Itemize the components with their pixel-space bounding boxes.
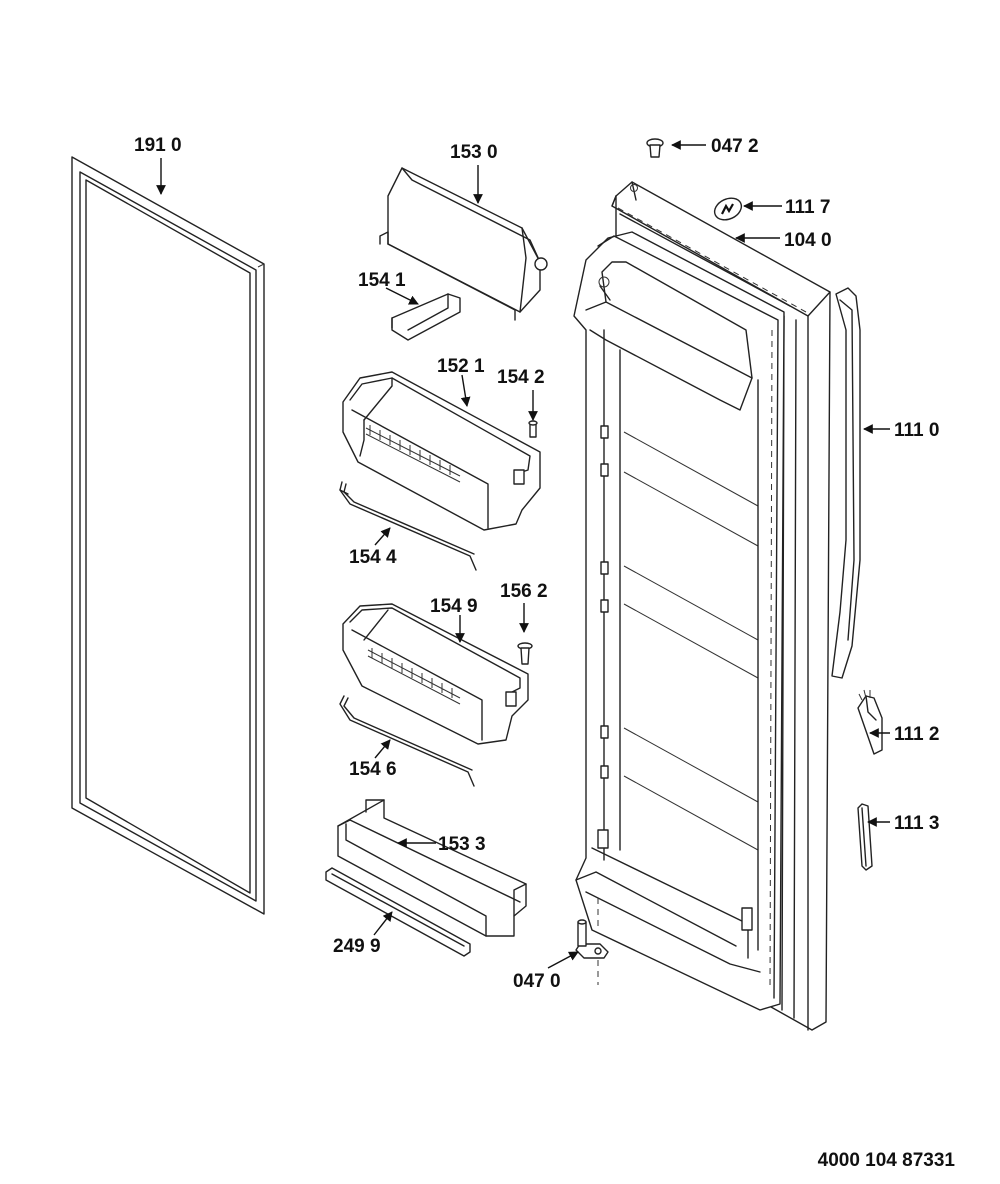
callout-156-2: 156 2 (500, 581, 548, 602)
upper-wire-rail-part (339, 481, 477, 571)
door-assembly-part (573, 181, 831, 1031)
logo-badge-part (713, 197, 743, 221)
lower-wire-rail-part (339, 695, 475, 787)
callout-047-2: 047 2 (711, 136, 759, 157)
callout-191-0: 191 0 (134, 135, 182, 156)
callout-047-0: 047 0 (513, 971, 561, 992)
callout-152-1: 152 1 (437, 356, 485, 377)
callout-111-2: 111 2 (894, 724, 939, 745)
callout-154-2: 154 2 (497, 367, 545, 388)
dairy-lid-part (379, 167, 548, 321)
lower-door-bin-part (342, 603, 529, 745)
callout-104-0: 104 0 (784, 230, 832, 251)
callout-154-6: 154 6 (349, 759, 397, 780)
callout-154-9: 154 9 (430, 596, 478, 617)
callout-111-7: 111 7 (785, 197, 830, 218)
callout-labels: 191 0 153 0 154 1 152 1 154 2 154 4 154 … (134, 135, 939, 992)
hinge-pin-top-part (646, 138, 664, 158)
door-gasket-part (71, 156, 265, 915)
bottle-shelf-part (337, 799, 527, 937)
hinge-bottom-part (575, 898, 609, 985)
callout-153-0: 153 0 (450, 142, 498, 163)
pin-part-1542 (528, 420, 538, 438)
callout-154-4: 154 4 (349, 547, 397, 568)
door-handle-part (831, 287, 861, 679)
leader-lines (156, 140, 890, 969)
handle-cap-upper-part (857, 689, 883, 755)
drawing-number: 4000 104 87331 (818, 1150, 956, 1171)
callout-154-1: 154 1 (358, 270, 406, 291)
handle-cap-lower-part (857, 803, 873, 871)
callout-153-3: 153 3 (438, 834, 486, 855)
upper-door-bin-part (342, 371, 541, 531)
callout-249-9: 249 9 (333, 936, 381, 957)
trim-strip-part (325, 867, 471, 957)
screw-part (517, 642, 533, 665)
bin-rib-row (367, 648, 461, 705)
callout-111-0: 111 0 (894, 420, 939, 441)
callout-111-3: 111 3 (894, 813, 939, 834)
latch-part (391, 293, 461, 341)
bin-rib-row (365, 425, 461, 483)
